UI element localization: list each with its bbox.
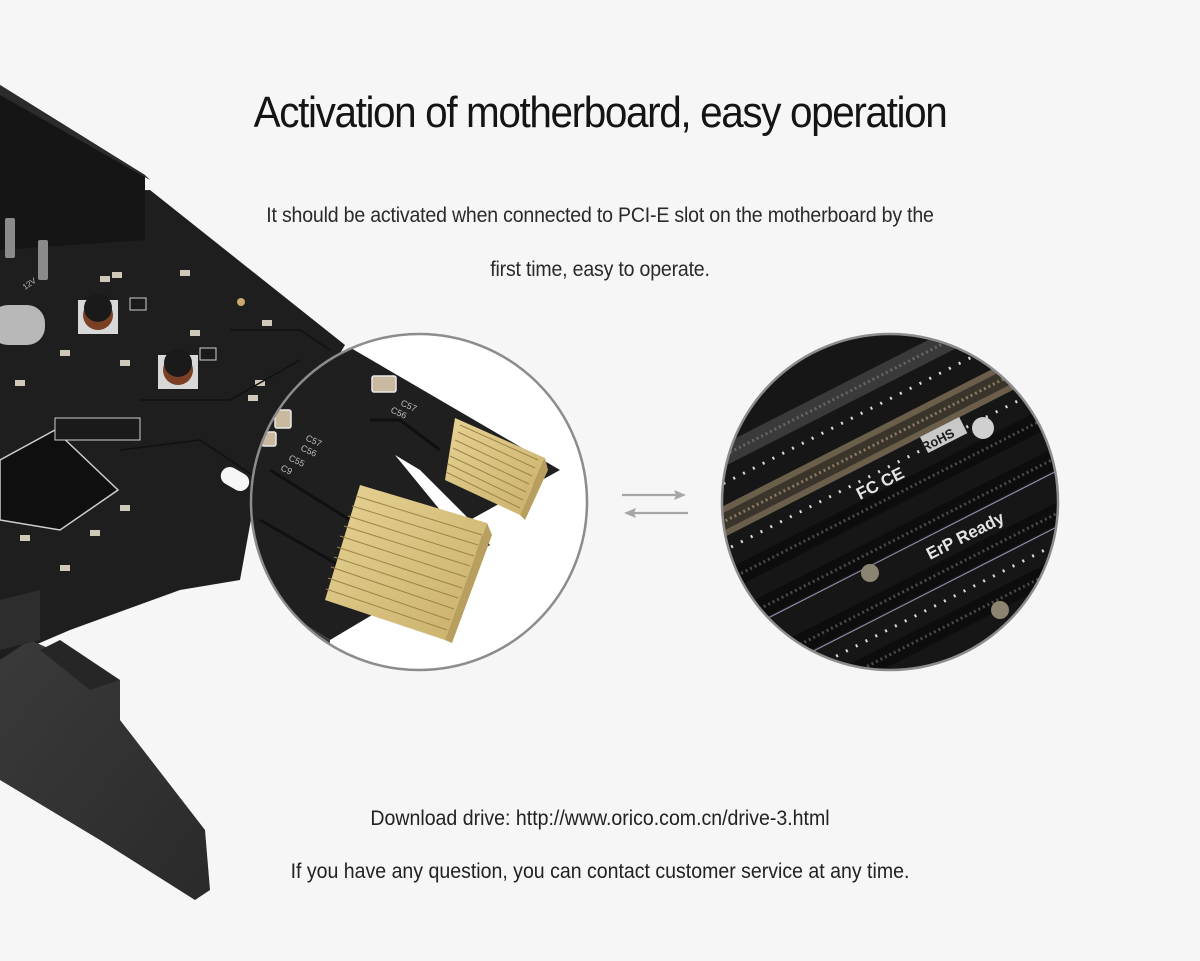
motherboard-slot-circle: FC CE RoHS ErP Ready [720, 332, 1060, 672]
download-label: Download drive: [370, 807, 511, 830]
download-driver-link[interactable]: http://www.orico.com.cn/drive-3.html [515, 807, 830, 830]
download-driver-line: Download drive: http://www.orico.com.cn/… [42, 807, 1158, 831]
description-line-2: first time, easy to operate. [490, 258, 710, 281]
svg-text:C9: C9 [279, 463, 294, 477]
customer-service-note: If you have any question, you can contac… [290, 860, 910, 883]
pcie-card-illustration: 12V [0, 85, 345, 900]
bidirectional-arrows-icon [622, 490, 688, 518]
page-title: Activation of motherboard, easy operatio… [253, 88, 948, 137]
gold-finger-zoom-circle: C57 C56 C57 C56 C55 C9 [249, 332, 589, 672]
description-line-1: It should be activated when connected to… [266, 204, 934, 227]
